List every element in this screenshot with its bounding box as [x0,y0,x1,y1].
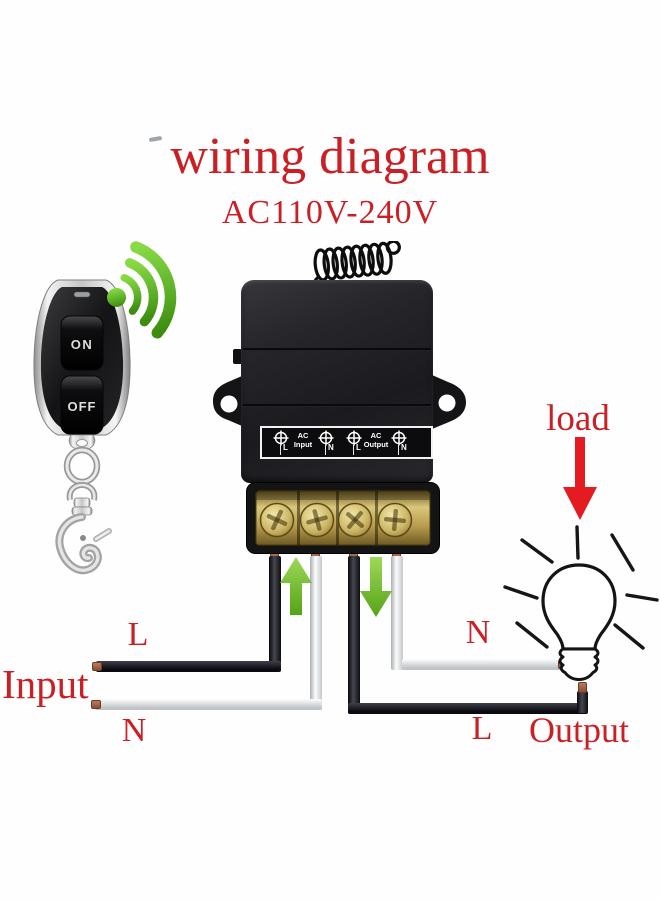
load-label: load [546,398,610,439]
ac-output-caption: AC Output [360,431,392,449]
light-bulb [503,525,659,681]
wire-tip [91,700,101,709]
wireless-signal-icon [107,241,177,339]
screw-terminal [337,502,373,538]
output-live-wire-upturn [577,691,588,713]
page-title: wiring diagram [170,128,490,185]
remote-control: ON OFF [33,279,131,575]
on-button-label: ON [71,337,94,352]
input-live-wire-horizontal [96,661,281,672]
terminal-screw-icon [346,430,362,446]
load-arrow-icon [563,437,597,520]
output-live-label: L [471,710,493,747]
input-live-wire-vertical [269,556,281,669]
terminal-letter: L [283,443,288,452]
terminal-letter: L [356,443,361,452]
terminal-screw-icon [318,430,334,446]
terminal-letter: N [328,443,334,452]
ac-output-line2: Output [363,439,389,449]
output-neutral-wire-vertical [391,556,403,670]
output-live-wire-vertical [348,556,360,714]
output-neutral-wire-horizontal [402,659,562,670]
keychain [55,434,112,575]
terminal-screw-icon [391,430,407,446]
ac-input-line1: AC [297,431,309,440]
bulb-rays [503,525,659,650]
output-down-arrow-icon [360,557,392,617]
case-side-tab [233,349,242,364]
input-up-arrow-icon [280,557,312,615]
off-button-label: OFF [68,399,97,414]
terminal-pointer-line [280,445,281,455]
wire-tip [92,662,102,671]
output-label: Output [528,710,629,750]
screw-terminal [377,502,413,538]
led-indicator [73,291,91,298]
input-neutral-wire-vertical [310,556,322,710]
case-seam [243,348,431,351]
input-live-label: L [127,616,149,653]
input-neutral-wire-horizontal [95,699,322,710]
wire-tip [578,682,587,693]
terminal-letter: N [401,443,407,452]
mounting-ears [213,375,466,429]
output-live-wire-horizontal [348,703,588,714]
ac-input-caption: AC Input [287,431,319,449]
terminal-label-panel: L N L N AC Input AC Output [260,426,433,459]
terminal-pointer-line [325,445,326,455]
left-mounting-ear [213,376,242,426]
terminal-pointer-line [398,445,399,455]
ac-input-line2: Input [293,439,313,449]
off-button: OFF [60,375,104,435]
output-neutral-label: N [465,614,491,651]
case-seam [243,404,431,407]
input-label: Input [2,661,89,707]
terminal-screw-icon [273,430,289,446]
on-button: ON [60,315,104,371]
input-neutral-label: N [121,712,147,749]
screw-terminal [259,502,295,538]
bulb-globe [541,563,617,651]
voltage-subtitle: AC110V-240V [221,194,439,231]
terminal-pointer-line [353,445,354,455]
bulb-base [558,647,600,681]
right-mounting-ear [432,375,466,429]
ac-output-line1: AC [370,431,382,440]
spring-antenna-icon [313,241,401,287]
terminal-block [246,482,440,554]
screw-terminal [299,502,335,538]
